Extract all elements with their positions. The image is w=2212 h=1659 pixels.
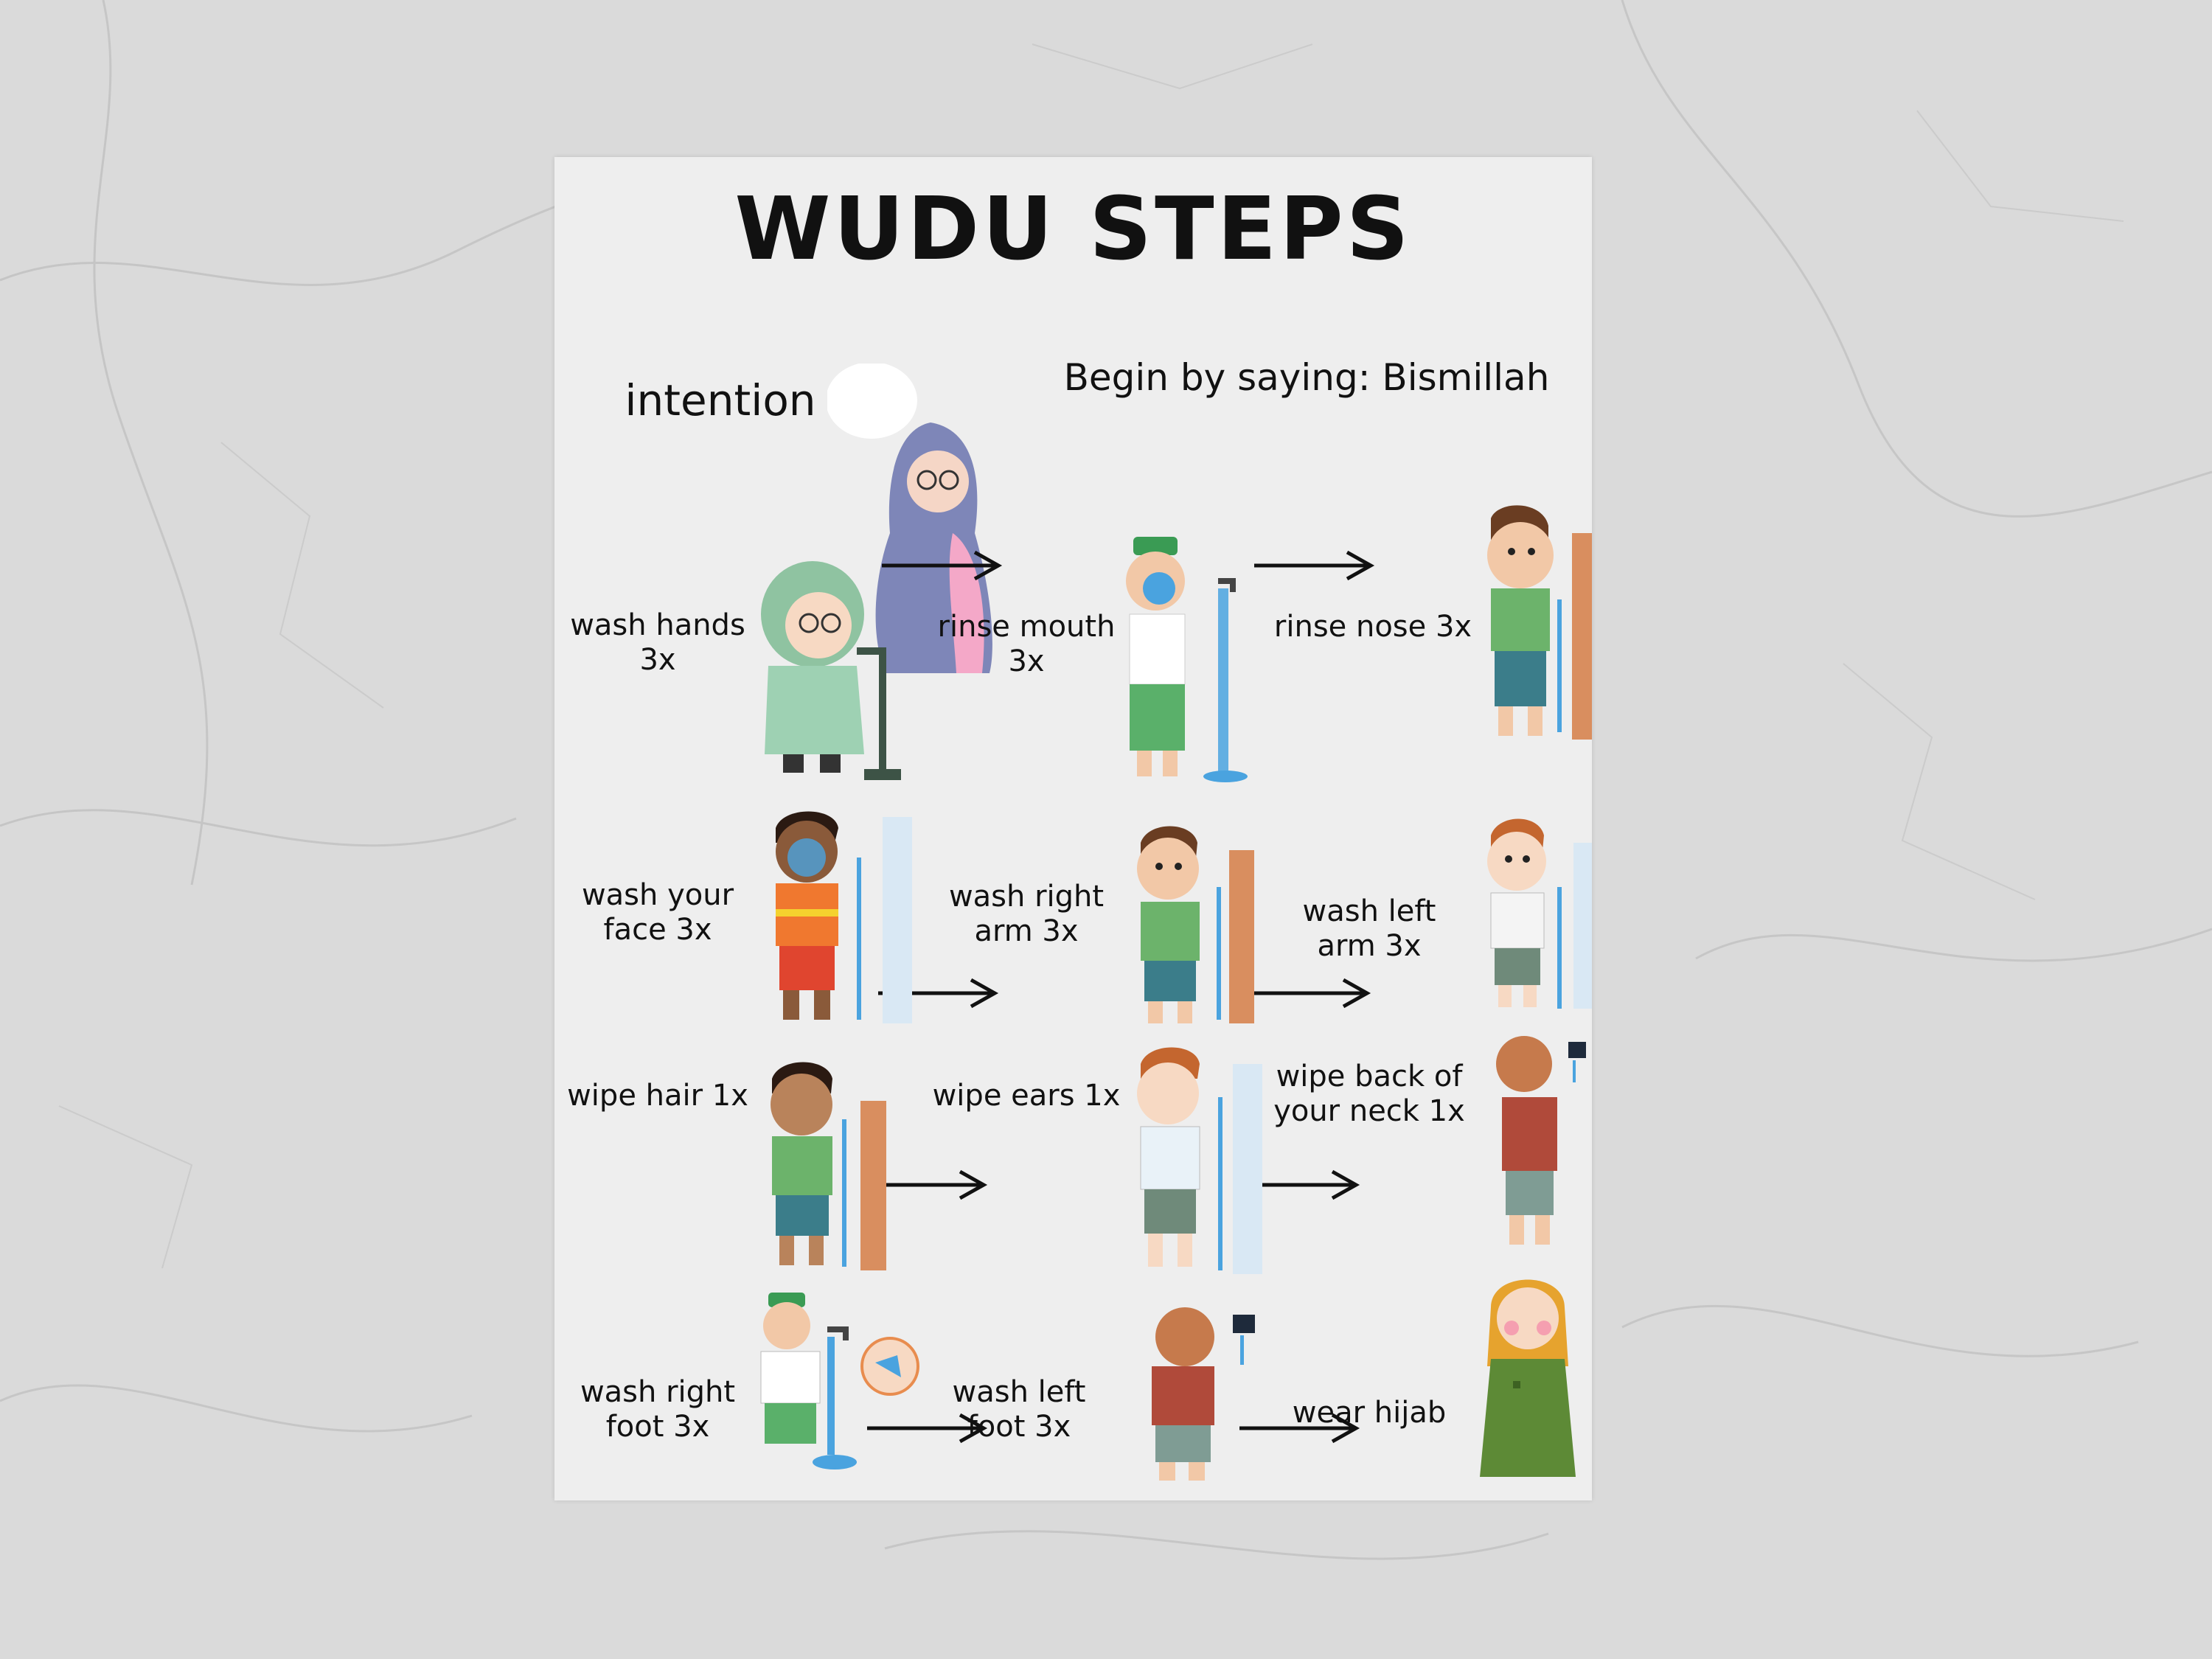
wudu-poster: WUDU STEPS intention Begin by saying: Bi… xyxy=(554,157,1592,1500)
step-label: wash right foot 3x xyxy=(580,1375,736,1444)
child-washing-left-foot-icon xyxy=(1152,1307,1255,1481)
step-label: wash left arm 3x xyxy=(1302,894,1436,964)
step-label: rinse mouth 3x xyxy=(937,610,1116,679)
arrow-icon xyxy=(882,550,1003,581)
child-wiping-ears-icon xyxy=(1137,1047,1262,1274)
child-wiping-neck-icon xyxy=(1496,1036,1586,1245)
child-washing-face-icon xyxy=(776,811,912,1023)
begin-instruction: Begin by saying: Bismillah xyxy=(1063,356,1550,399)
step-label: wipe hair 1x xyxy=(567,1079,748,1113)
step-label: rinse nose 3x xyxy=(1273,610,1472,644)
step-label: wipe back of your neck 1x xyxy=(1273,1060,1465,1129)
girl-thinking-icon xyxy=(827,364,992,673)
step-label: wash your face 3x xyxy=(581,878,734,947)
step-label: wash hands 3x xyxy=(570,608,745,678)
arrow-icon xyxy=(1254,550,1375,581)
child-washing-right-arm-icon xyxy=(1137,826,1254,1023)
girl-wearing-hijab-icon xyxy=(1480,1279,1576,1477)
step-label: wipe ears 1x xyxy=(932,1079,1121,1113)
child-wiping-hair-icon xyxy=(771,1062,886,1270)
arrow-icon xyxy=(1239,1413,1360,1444)
step-label: wear hijab xyxy=(1292,1396,1447,1430)
child-washing-hands-icon xyxy=(761,561,901,780)
child-rinsing-mouth-icon xyxy=(1126,537,1248,782)
arrow-icon xyxy=(1251,978,1371,1009)
poster-title: WUDU STEPS xyxy=(734,178,1412,279)
child-rinsing-nose-icon xyxy=(1487,505,1592,740)
step-label: wash left foot 3x xyxy=(952,1375,1086,1444)
step-label: wash right arm 3x xyxy=(948,880,1105,949)
child-washing-right-foot-icon xyxy=(760,1293,919,1470)
child-washing-left-arm-icon xyxy=(1487,818,1592,1009)
intention-label: intention xyxy=(625,375,816,425)
arrow-icon xyxy=(867,1413,988,1444)
